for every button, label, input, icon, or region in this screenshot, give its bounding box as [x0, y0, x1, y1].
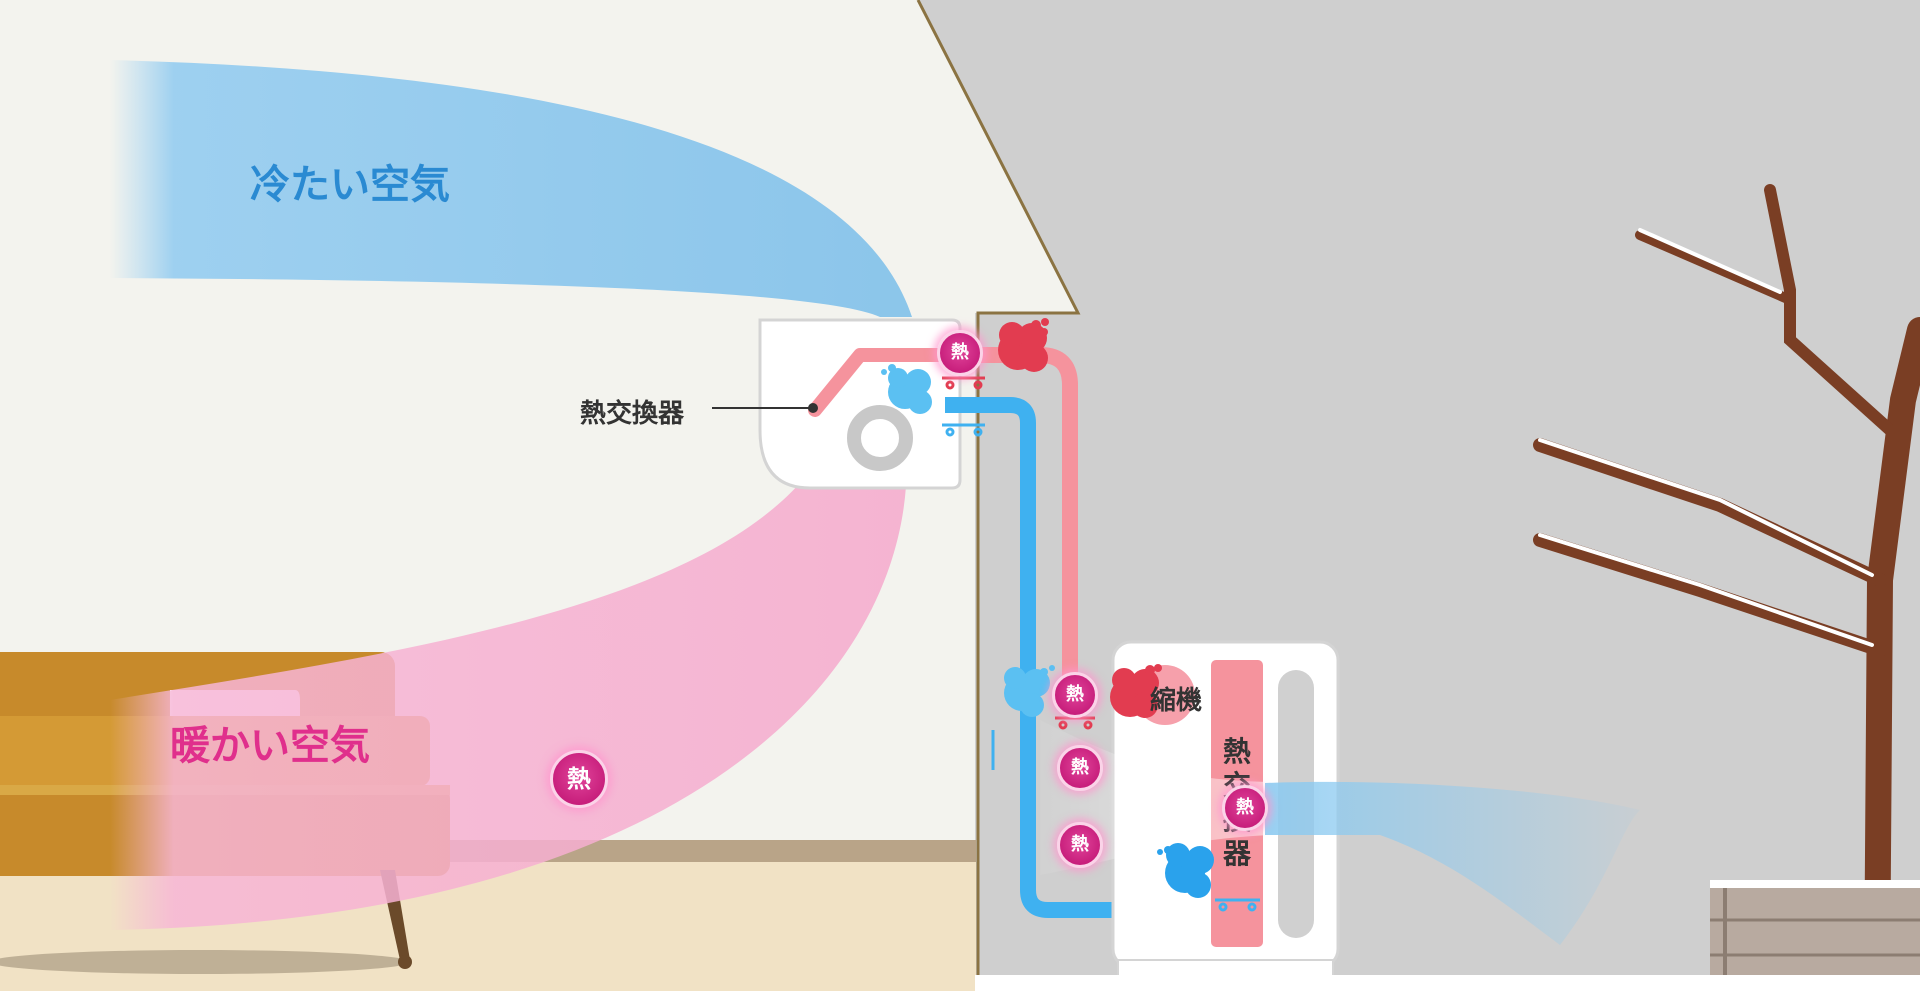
cold-air-label: 冷たい空気 — [250, 162, 450, 208]
compressor-label: 縮機 — [1150, 686, 1203, 716]
cart-icon — [942, 423, 1260, 912]
cold-refrigerant-blob-outdoor — [1004, 665, 1055, 717]
heat-badge: 熱 — [1057, 745, 1103, 791]
tree — [1533, 184, 1920, 991]
heat-badge: 熱 — [937, 330, 983, 376]
heat-badge: 熱 — [1057, 822, 1103, 868]
hot-refrigerant-blob-indoor — [998, 318, 1049, 372]
heat-badge: 熱 — [1222, 785, 1268, 831]
heat-badge: 熱 — [550, 750, 608, 808]
indoor-heat-exchanger-label: 熱交換器 — [580, 399, 685, 429]
warm-air-stream — [110, 430, 907, 930]
cart-icon — [942, 376, 1095, 730]
cold-air-stream — [110, 60, 912, 317]
warm-air-label: 暖かい空気 — [170, 723, 370, 769]
heat-badge: 熱 — [1052, 672, 1098, 718]
indoor-heat-exchanger-coil — [808, 348, 962, 417]
cold-refrigerant-blob-indoor — [881, 364, 932, 414]
ground-snow — [975, 975, 1920, 991]
planter-box — [1710, 880, 1920, 991]
cold-refrigerant-pipe — [945, 397, 1145, 918]
sofa-shadow — [0, 950, 410, 974]
hot-refrigerant-blob-compressor — [1110, 664, 1162, 718]
outdoor-air-stream — [1265, 781, 1640, 945]
cold-refrigerant-blob-exchanger — [1157, 843, 1214, 898]
roof-edge — [916, 0, 1081, 991]
